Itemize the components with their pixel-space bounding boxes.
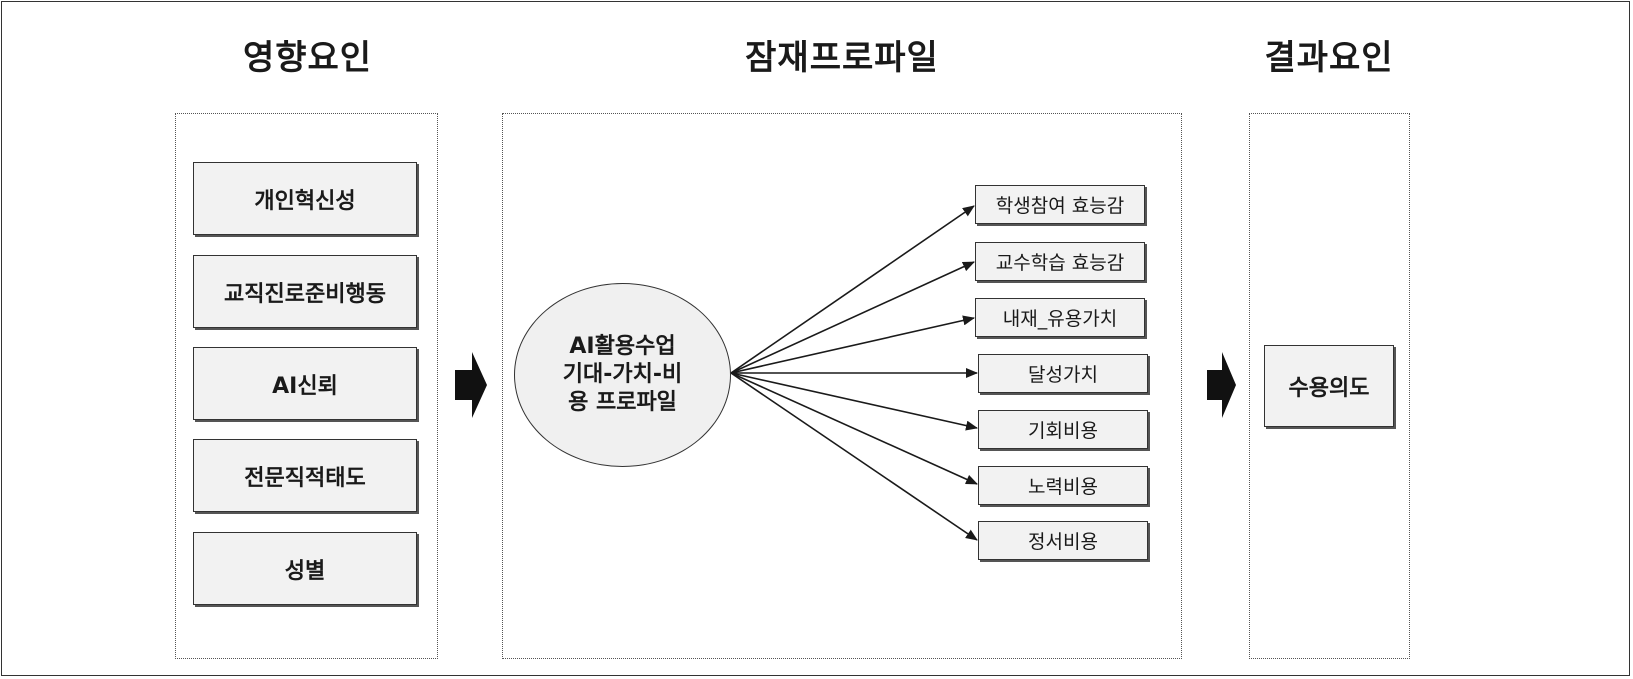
- arrow-to-indicator-7: [730, 372, 978, 541]
- arrow-to-indicator-5: [730, 372, 978, 431]
- indicator-box-student-engagement-efficacy: 학생참여 효능감: [975, 185, 1145, 224]
- factor-box-ai-trust: AI신뢰: [193, 347, 417, 420]
- arrow-to-indicator-6: [730, 372, 978, 485]
- factor-box-professional-attitude: 전문직적태도: [193, 439, 417, 512]
- factor-box-gender: 성별: [193, 532, 417, 605]
- outcome-box-acceptance-intention: 수용의도: [1264, 345, 1394, 427]
- heading-influence-factors: 영향요인: [242, 38, 373, 78]
- profile-label-line2: 기대-가치-비: [562, 362, 683, 387]
- indicator-box-effort-cost: 노력비용: [978, 466, 1148, 505]
- profile-label-line3: 용 프로파일: [568, 390, 677, 415]
- arrow-to-indicator-2: [730, 261, 975, 374]
- factor-box-career-preparation: 교직진로준비행동: [193, 255, 417, 328]
- arrow-to-indicator-1: [730, 205, 975, 374]
- influence-factors-group: [175, 113, 438, 659]
- heading-outcome-factors: 결과요인: [1264, 38, 1394, 78]
- block-arrow-to-profile: [455, 352, 487, 418]
- block-arrow-to-outcome: [1207, 352, 1236, 418]
- indicator-box-intrinsic-utility-value: 내재_유용가치: [975, 298, 1145, 337]
- latent-profile-group: [502, 113, 1182, 659]
- profile-label-line1: AI활용수업: [569, 334, 676, 359]
- indicator-box-teaching-learning-efficacy: 교수학습 효능감: [975, 242, 1145, 281]
- indicator-box-emotional-cost: 정서비용: [978, 521, 1148, 560]
- latent-profile-ellipse: AI활용수업 기대-가치-비 용 프로파일: [514, 283, 731, 467]
- outcome-factors-group: [1249, 113, 1410, 659]
- indicator-box-opportunity-cost: 기회비용: [978, 410, 1148, 449]
- factor-box-personal-innovativeness: 개인혁신성: [193, 162, 417, 235]
- arrow-to-indicator-3: [730, 315, 975, 374]
- indicator-box-attainment-value: 달성가치: [978, 354, 1148, 393]
- heading-latent-profile: 잠재프로파일: [745, 38, 939, 78]
